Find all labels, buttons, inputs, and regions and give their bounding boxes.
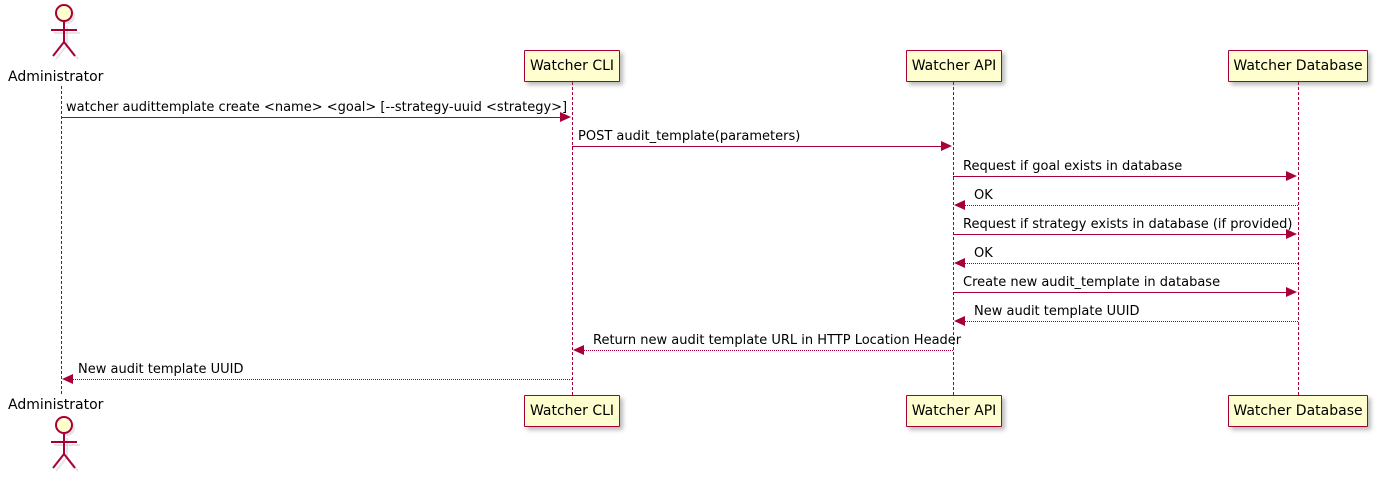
message-line-5 [953,234,1287,235]
lifeline-administrator [61,86,62,394]
message-line-6 [965,263,1298,264]
actor-label-administrator-top: Administrator [8,69,104,85]
message-arrowhead-8 [954,316,965,326]
message-arrowhead-4 [954,200,965,210]
participant-watcher-api-top[interactable]: Watcher API [906,50,1002,82]
message-label-4: OK [974,188,993,203]
message-arrowhead-9 [573,345,584,355]
message-arrowhead-6 [954,258,965,268]
message-arrowhead-7 [1286,287,1297,297]
message-label-2: POST audit_template(parameters) [578,129,801,144]
actor-stick-figure-icon [51,4,80,60]
message-arrowhead-3 [1286,171,1297,181]
message-line-2 [572,146,942,147]
actor-stick-figure-icon [51,416,80,472]
actor-administrator-top [44,2,80,66]
message-label-6: OK [974,246,993,261]
actor-label-administrator-bottom: Administrator [8,397,104,413]
message-arrowhead-5 [1286,229,1297,239]
message-label-7: Create new audit_template in database [963,275,1221,290]
message-label-8: New audit template UUID [974,304,1140,319]
message-line-7 [953,292,1287,293]
message-label-10: New audit template UUID [78,362,244,377]
lifeline-watcher-database [1298,82,1299,395]
message-line-10 [73,379,572,380]
participant-watcher-database-bottom[interactable]: Watcher Database [1228,395,1368,427]
message-label-9: Return new audit template URL in HTTP Lo… [593,333,962,348]
message-line-4 [965,205,1298,206]
message-arrowhead-10 [62,374,73,384]
message-arrowhead-1 [560,112,571,122]
participant-watcher-database-top[interactable]: Watcher Database [1228,50,1368,82]
message-line-9 [584,350,953,351]
actor-administrator-bottom [44,414,80,478]
participant-watcher-api-bottom[interactable]: Watcher API [906,395,1002,427]
message-line-3 [953,176,1287,177]
participant-watcher-cli-top[interactable]: Watcher CLI [524,50,620,82]
message-line-1 [61,117,561,118]
lifeline-watcher-cli [572,82,573,395]
message-arrowhead-2 [941,141,952,151]
message-line-8 [965,321,1298,322]
message-label-5: Request if strategy exists in database (… [963,217,1293,232]
message-label-1: watcher audittemplate create <name> <goa… [66,100,568,115]
participant-watcher-cli-bottom[interactable]: Watcher CLI [524,395,620,427]
lifeline-watcher-api [953,82,954,395]
message-label-3: Request if goal exists in database [963,159,1183,174]
